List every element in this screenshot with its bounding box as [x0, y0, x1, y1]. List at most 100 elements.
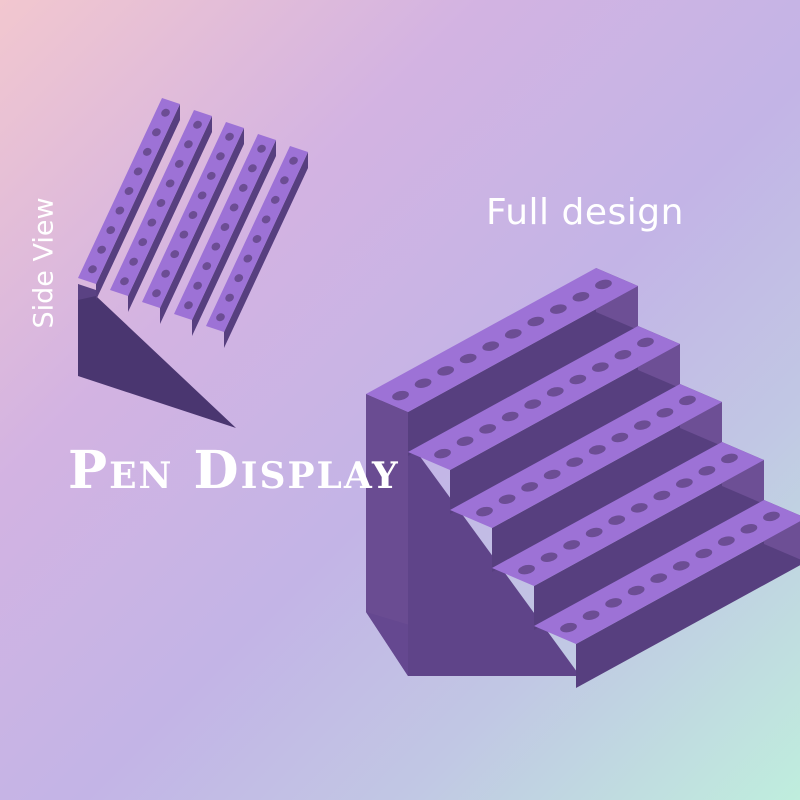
- side-step-pen-hole: [252, 235, 262, 243]
- full-step-pen-hole: [566, 457, 584, 467]
- side-step-pen-hole: [238, 183, 248, 192]
- full-step-pen-hole: [437, 366, 454, 376]
- full-step-pen-hole: [518, 564, 535, 575]
- full-step-pen-hole: [521, 482, 538, 492]
- side-step-pen-hole: [234, 274, 244, 283]
- side-step-pen-hole: [220, 223, 230, 231]
- side-step-pen-hole: [188, 211, 198, 219]
- side-step-pen-hole: [142, 147, 152, 156]
- side-step-pen-hole: [133, 167, 143, 176]
- full-step-top-face: [492, 442, 764, 586]
- full-step-pen-hole: [501, 411, 519, 422]
- side-step-pen-hole: [211, 242, 221, 251]
- full-step-pen-hole: [546, 387, 564, 397]
- side-step-pen-hole: [161, 108, 170, 117]
- side-step-pen-hole: [193, 281, 202, 290]
- side-step-pen-hole: [202, 262, 212, 271]
- full-step-pen-hole: [476, 506, 493, 517]
- full-step-pen-hole: [653, 490, 671, 501]
- side-step-pen-hole: [165, 179, 175, 188]
- full-step-pen-hole: [627, 585, 645, 596]
- pen-display-title: Pen Display: [68, 440, 400, 501]
- full-step-pen-hole: [482, 341, 500, 351]
- full-step-pen-hole: [721, 453, 738, 464]
- full-design-steps: [366, 268, 800, 688]
- side-step-pen-hole: [170, 250, 180, 259]
- side-step-pen-hole: [289, 156, 298, 165]
- full-step-pen-hole: [459, 353, 477, 364]
- full-step-pen-hole: [679, 395, 696, 406]
- full-step-front-face: [492, 402, 722, 572]
- side-step-pen-hole: [225, 132, 234, 141]
- side-step-pen-hole: [184, 140, 193, 149]
- full-step-top-face: [534, 500, 800, 644]
- full-step-pen-hole: [569, 374, 587, 385]
- side-view-label: Side View: [28, 178, 60, 348]
- side-step-pen-hole: [261, 215, 271, 224]
- side-step-pen-hole: [129, 257, 138, 266]
- full-step-front-face: [408, 286, 638, 456]
- side-step-pen-hole: [97, 245, 106, 254]
- full-step-pen-hole: [718, 536, 735, 546]
- full-step-pen-hole: [543, 469, 561, 480]
- side-view-base-left: [78, 284, 96, 300]
- full-step-pen-hole: [614, 350, 632, 360]
- side-step-pen-hole: [225, 293, 234, 302]
- full-step-pen-hole: [585, 527, 603, 538]
- full-step-pen-hole: [592, 362, 609, 372]
- full-design-label: Full design: [486, 192, 684, 233]
- full-step-pen-hole: [763, 511, 780, 522]
- full-step-pen-hole: [498, 494, 516, 504]
- full-step-front-face: [534, 460, 764, 630]
- full-step-top-face: [408, 326, 680, 470]
- full-step-pen-hole: [637, 337, 654, 348]
- side-step-pen-hole: [88, 265, 97, 274]
- side-step-pen-hole: [243, 254, 253, 263]
- full-step-top-face: [450, 384, 722, 528]
- side-step-front-face: [96, 104, 180, 300]
- side-step-pen-hole: [248, 164, 257, 173]
- side-step-pen-hole: [106, 226, 116, 235]
- full-step-pen-hole: [672, 561, 690, 571]
- full-step-front-face: [576, 521, 800, 688]
- full-step-pen-hole: [588, 445, 606, 455]
- full-step-pen-hole: [740, 524, 758, 534]
- side-step-pen-hole: [120, 277, 129, 286]
- full-step-pen-hole: [695, 548, 713, 559]
- side-step-pen-hole: [138, 238, 148, 247]
- full-step-pen-hole: [676, 478, 693, 488]
- full-step-pen-hole: [656, 408, 674, 418]
- full-step-pen-hole: [504, 329, 522, 339]
- full-step-pen-hole: [392, 390, 409, 401]
- side-step-pen-hole: [206, 171, 216, 180]
- side-step-pen-hole: [270, 195, 280, 204]
- side-step-pen-hole: [152, 128, 161, 137]
- full-step-pen-hole: [524, 399, 542, 409]
- side-step-pen-hole: [257, 144, 266, 153]
- side-view-steps: [78, 98, 308, 348]
- side-step-front-face: [224, 152, 308, 348]
- side-step-pen-hole: [216, 313, 225, 322]
- side-step-pen-hole: [174, 159, 184, 168]
- side-step-pen-hole: [124, 187, 134, 195]
- full-step-pen-hole: [608, 515, 626, 525]
- full-design-side-block: [366, 394, 408, 676]
- full-step-pen-hole: [650, 573, 668, 583]
- full-step-pen-hole: [456, 436, 474, 446]
- side-step-pen-hole: [179, 230, 189, 239]
- full-step-pen-hole: [595, 279, 612, 290]
- side-view-label-text: Side View: [28, 197, 60, 329]
- full-step-pen-hole: [572, 292, 590, 302]
- side-step-pen-hole: [156, 199, 166, 207]
- full-step-pen-hole: [582, 610, 600, 620]
- side-step-front-face: [128, 116, 212, 312]
- side-step-front-face: [160, 128, 244, 324]
- full-step-top-face: [366, 268, 638, 412]
- side-step-pen-hole: [161, 269, 170, 278]
- side-step-pen-hole: [193, 120, 202, 129]
- side-step-front-face: [192, 140, 276, 336]
- full-step-pen-hole: [479, 424, 496, 434]
- full-step-pen-hole: [560, 622, 577, 633]
